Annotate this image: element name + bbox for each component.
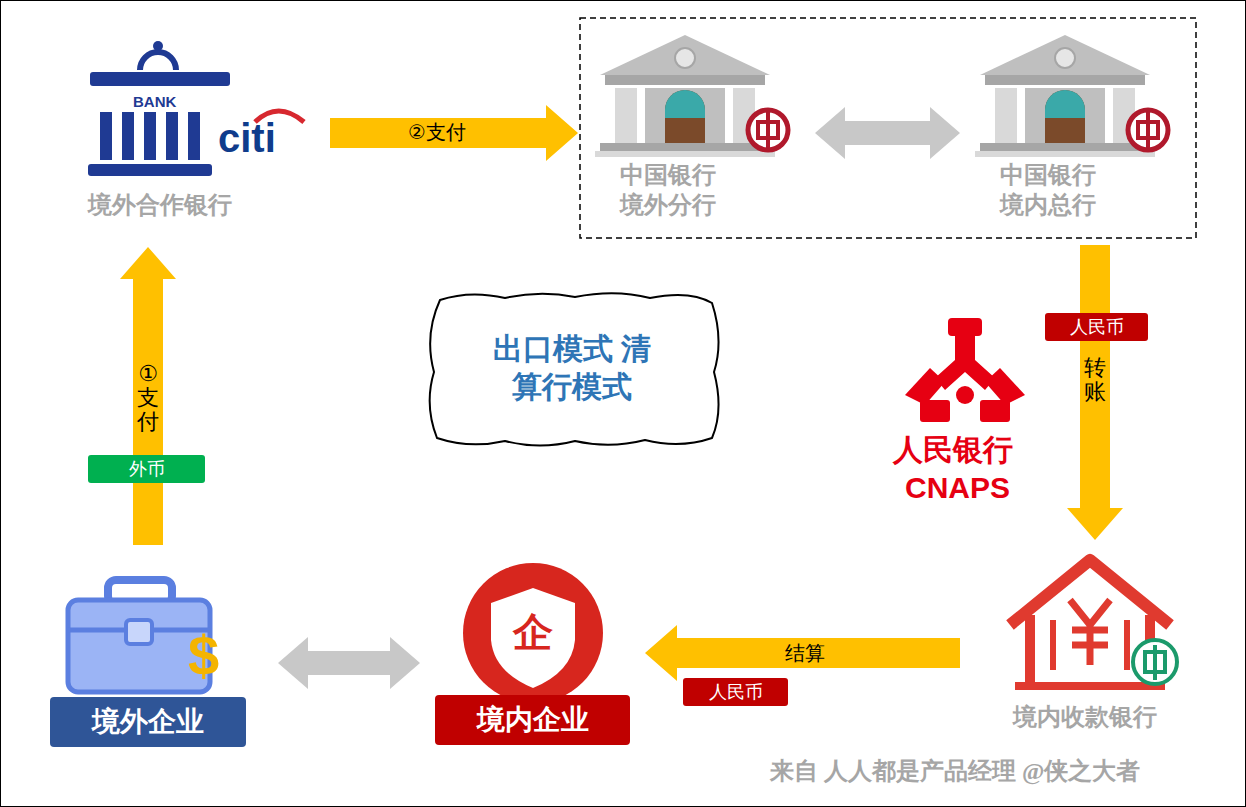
- block-arrow: [815, 107, 960, 159]
- annotation-label: 人民银行: [893, 432, 1013, 468]
- diagram-node: 境外企业: [50, 570, 250, 750]
- cloud-shape: [430, 293, 719, 445]
- node-label: 境内企业: [435, 695, 630, 745]
- annotation-label: 企: [513, 608, 553, 656]
- diagram-node: 境内企业: [430, 560, 630, 750]
- annotation-label: CNAPS: [905, 470, 1010, 506]
- annotation-label: $: [188, 622, 219, 689]
- enterprise-shield-icon: [463, 563, 603, 703]
- annotation-label: citi: [218, 114, 276, 162]
- block-arrow: [1067, 245, 1123, 540]
- arrow-label: 结算: [785, 641, 825, 665]
- group-dashed-box: [580, 18, 1196, 238]
- arrow-label: ①支付: [137, 362, 159, 435]
- diagram-node: 境外合作银行: [70, 30, 320, 225]
- block-arrow: [278, 637, 420, 689]
- diagram-node: 境内收款银行: [985, 550, 1185, 740]
- block-arrow: [330, 105, 578, 161]
- annotation-label: 人民币: [683, 678, 788, 706]
- node-label: 中国银行 境外分行: [612, 160, 724, 220]
- citi-bank-icon: [88, 41, 304, 176]
- annotation-label: BANK: [133, 93, 176, 111]
- boc-bank-icon: [975, 35, 1168, 157]
- annotation-label: 人民币: [1045, 313, 1148, 341]
- node-label: 境内收款银行: [985, 702, 1185, 732]
- node-label: 境外合作银行: [70, 190, 250, 220]
- annotation-label: 外币: [88, 455, 205, 483]
- diagram-node: 中国银行 境外分行: [600, 30, 790, 230]
- block-arrow: [645, 625, 960, 681]
- receiving-bank-icon: [1010, 560, 1177, 690]
- diagram-node: 出口模式 清算行模式: [425, 290, 720, 445]
- node-label: 出口模式 清算行模式: [487, 330, 657, 405]
- node-label: 境外企业: [50, 697, 246, 747]
- diagram-node: 中国银行 境内总行: [980, 30, 1190, 230]
- node-label: 中国银行 境内总行: [992, 160, 1104, 220]
- annotation-label: 来自 人人都是产品经理 @侠之大者: [770, 757, 1140, 786]
- pboc-logo: [905, 318, 1025, 422]
- arrow-label: 转账: [1084, 356, 1106, 404]
- block-arrow: [120, 247, 176, 545]
- arrow-label: ②支付: [408, 120, 466, 144]
- boc-bank-icon: [595, 35, 788, 157]
